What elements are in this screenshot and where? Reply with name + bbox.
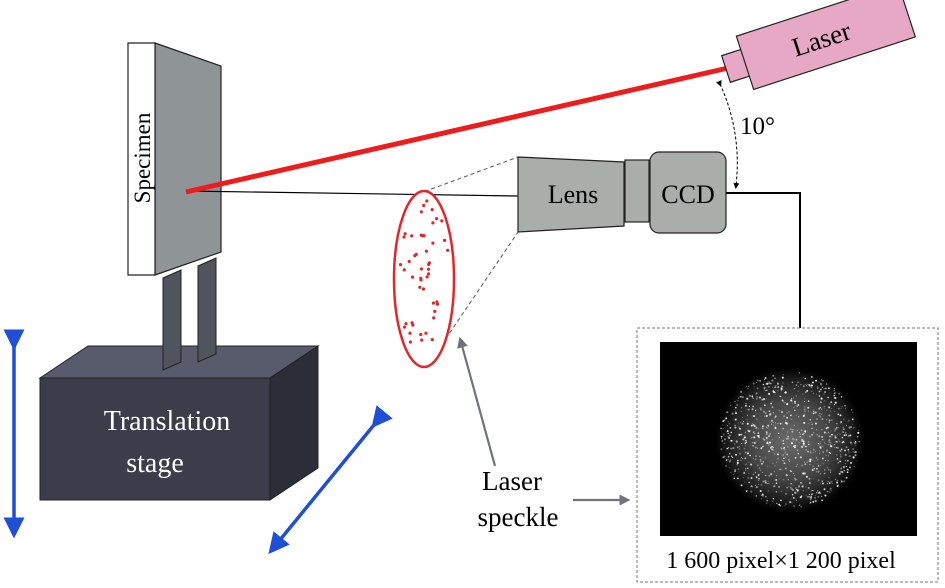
translation-stage: Translation stage [38, 345, 320, 501]
speckle-label-line2: speckle [478, 502, 559, 532]
optical-axis-line [185, 190, 519, 197]
lens-label: Lens [548, 180, 599, 209]
speckle-pattern-ellipse [392, 189, 456, 369]
stage-label-line1: Translation [104, 406, 231, 437]
ccd-cable [726, 192, 801, 328]
speckle-label-line1: Laser [482, 466, 542, 496]
resolution-label: 1 600 pixel×1 200 pixel [666, 548, 896, 574]
camera-lens: Lens [517, 156, 650, 233]
captured-image-panel: 1 600 pixel×1 200 pixel [636, 327, 939, 583]
stage-label-line2: stage [126, 448, 184, 479]
field-of-view-lines [417, 156, 519, 363]
specimen-mount-posts [162, 257, 217, 371]
ccd-camera: CCD [649, 151, 727, 234]
horizontal-motion-arrow [268, 405, 393, 555]
speckle-pointer-arrows [457, 336, 631, 506]
angle-label: 10° [740, 113, 775, 140]
laser-beam [185, 65, 729, 195]
specimen: Specimen [127, 42, 222, 276]
angle-indicator: 10° [716, 80, 775, 189]
specimen-label: Specimen [130, 112, 155, 203]
ccd-label: CCD [661, 180, 714, 209]
laser-source: Laser [720, 0, 917, 91]
